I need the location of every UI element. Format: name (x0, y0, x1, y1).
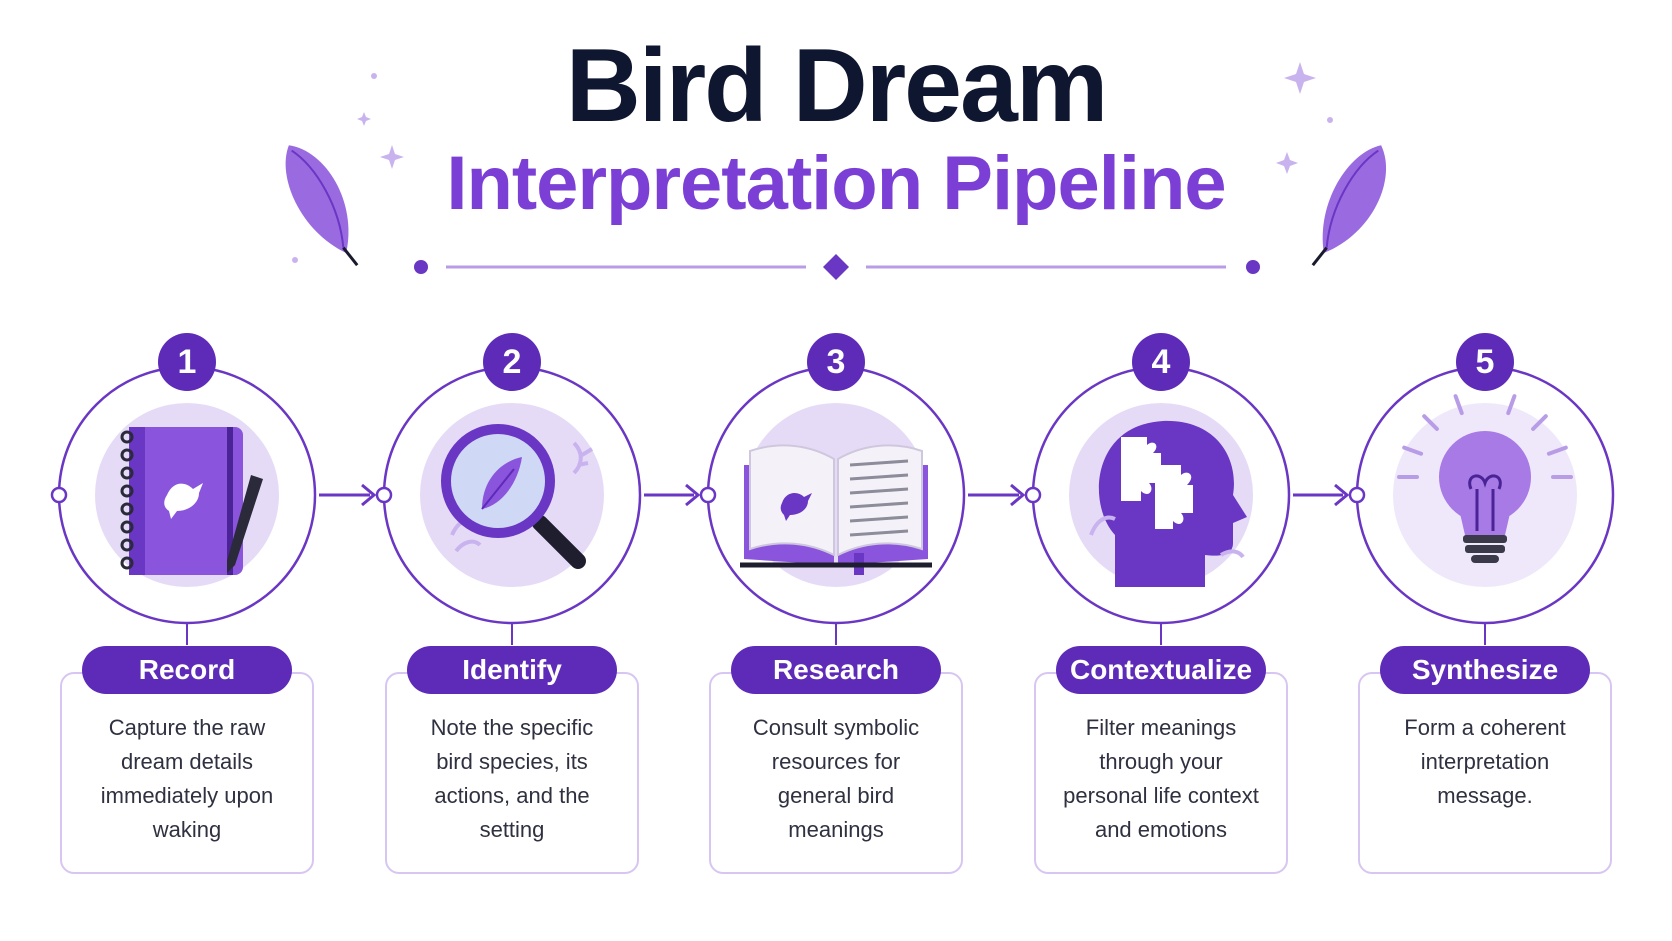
step-description-line: dream details (120, 749, 254, 774)
step-label: Research (731, 646, 941, 694)
step-graphic-2 (375, 365, 642, 645)
step-node-dot (1348, 486, 1366, 504)
step-label: Record (82, 646, 292, 694)
step-description-line: setting (479, 817, 545, 842)
step-label: Contextualize (1056, 646, 1266, 694)
step-description: Filter meanings through your personal life… (1041, 711, 1281, 847)
arrow-right-icon (644, 483, 701, 507)
arrow-right-icon (319, 483, 377, 507)
step-description: Form a coherent interpretation message. (1365, 711, 1605, 813)
step-node-dot (50, 486, 68, 504)
open-book-icon (740, 403, 932, 587)
title-divider (414, 254, 1260, 280)
step-description-line: personal life context (1063, 783, 1259, 808)
step-description-line: Note the specific (430, 715, 594, 740)
step-label: Synthesize (1380, 646, 1590, 694)
step-number-badge: 2 (483, 333, 541, 391)
step-description-line: interpretation (1420, 749, 1550, 774)
step-description-line: bird species, its (436, 749, 588, 774)
step-description-line: general bird (777, 783, 895, 808)
step-graphic-4 (1024, 365, 1291, 645)
step-graphic-3 (699, 365, 966, 645)
notebook-bird-icon (95, 403, 279, 587)
step-description-line: actions, and the (434, 783, 590, 808)
feather-icon (285, 145, 359, 267)
step-description-line: meanings (788, 817, 884, 842)
step-card (1034, 672, 1288, 874)
step-description: Note the specific bird species, its action… (392, 711, 632, 847)
step-description: Capture the raw dream details immediately … (67, 711, 307, 847)
step-node-dot (1024, 486, 1042, 504)
step-number-badge: 4 (1132, 333, 1190, 391)
page-title: Bird Dream (565, 28, 1109, 144)
step-card (709, 672, 963, 874)
step-card (385, 672, 639, 874)
page-subtitle: Interpretation Pipeline (446, 141, 1226, 226)
step-node-dot (375, 486, 393, 504)
step-node-dot (699, 486, 717, 504)
step-description-line: resources for (771, 749, 901, 774)
arrow-right-icon (968, 483, 1026, 507)
magnifier-feather-icon (420, 403, 604, 587)
step-description: Consult symbolic resources for general bir… (716, 711, 956, 847)
step-description-line: and emotions (1094, 817, 1228, 842)
head-puzzle-icon (1069, 403, 1253, 587)
arrow-right-icon (1293, 483, 1350, 507)
step-graphic-1 (50, 365, 317, 645)
step-description-line: through your (1099, 749, 1223, 774)
step-graphic-5 (1348, 365, 1615, 645)
step-number-badge: 3 (807, 333, 865, 391)
step-description-line: Filter meanings (1085, 715, 1237, 740)
step-description-line: immediately upon (100, 783, 274, 808)
step-description-line: Consult symbolic (752, 715, 920, 740)
feather-icon (1311, 145, 1386, 267)
step-description-line: Capture the raw (108, 715, 266, 740)
step-description-line: Form a coherent (1404, 715, 1566, 740)
step-description-line: waking (152, 817, 222, 842)
step-number-badge: 5 (1456, 333, 1514, 391)
step-description-line: message. (1437, 783, 1533, 808)
step-number-badge: 1 (158, 333, 216, 391)
lightbulb-icon (1393, 394, 1577, 587)
step-label: Identify (407, 646, 617, 694)
sparkle-icon (292, 62, 1333, 263)
